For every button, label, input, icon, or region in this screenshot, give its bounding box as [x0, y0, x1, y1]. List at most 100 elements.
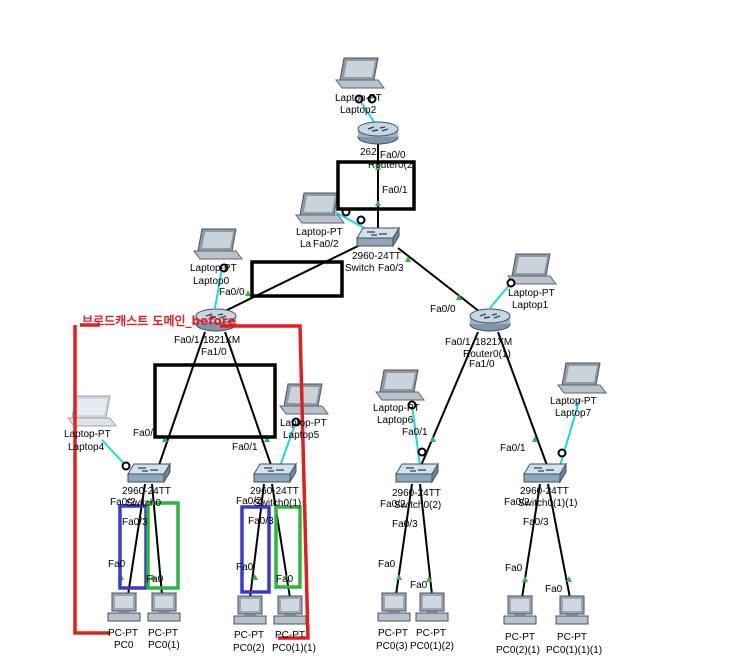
endpoint-dot	[367, 94, 377, 104]
link-up-marker	[456, 294, 462, 300]
link-laptop1-router-right	[489, 282, 512, 309]
link-up-marker	[532, 436, 538, 442]
pc011-label2: PC0(1)(1)	[272, 643, 316, 654]
port-label: Fa0/3	[523, 517, 549, 528]
port-label: Fa0/2	[504, 497, 530, 508]
port-label: Fa0/0	[219, 287, 245, 298]
laptop5-label1: Laptop-PT	[280, 418, 327, 429]
pc012-icon[interactable]	[415, 592, 449, 622]
laptop0-label2: Laptop0	[193, 276, 230, 287]
port-label: Fa0/2	[313, 239, 339, 250]
broadcast-domain-title: 브로드캐스트 도메인_before	[82, 313, 236, 329]
endpoint-dot	[219, 263, 229, 273]
pc0111-label2: PC0(1)(1)(1)	[546, 645, 602, 656]
router2-label2: Router0(2)	[368, 160, 416, 171]
port-label: Fa0/1	[445, 337, 471, 348]
laptop2-icon[interactable]	[335, 57, 385, 89]
pc012-label1: PC-PT	[416, 628, 446, 639]
pc011-icon[interactable]	[273, 595, 307, 625]
switch-top-icon[interactable]	[356, 227, 400, 247]
port-label: Fa0/3	[378, 263, 404, 274]
laptop5-label2: Laptop5	[283, 430, 320, 441]
router-right-icon[interactable]	[469, 308, 511, 332]
link-laptop5-sw-b	[279, 421, 297, 467]
switch-a-icon[interactable]	[127, 463, 171, 483]
switch-a-label1: 2960-24TT	[122, 486, 171, 497]
router-right-label2: Router0(1)	[463, 349, 511, 360]
laptop6-label1: Laptop-PT	[373, 403, 420, 414]
pc0111-label1: PC-PT	[557, 632, 587, 643]
switch-d-icon[interactable]	[523, 463, 567, 483]
port-labels: Fa0/0 Fa0/1 Fa0/2 Fa0/3 Fa0/0 Fa0/0 Fa0/…	[108, 150, 563, 595]
laptop5-icon[interactable]	[279, 383, 329, 415]
port-label: Fa0/0	[380, 150, 406, 161]
pc012-label2: PC0(1)(2)	[410, 641, 454, 652]
port-label: Fa0	[276, 574, 294, 585]
switch-c-label1: 2960-24TT	[392, 488, 441, 499]
switch-a-label2: Switch0	[126, 498, 161, 509]
switch-d-label1: 2960-24TT	[520, 486, 569, 497]
broadcast-domain-outline	[73, 323, 310, 640]
link-router-right-sw-c	[419, 331, 479, 469]
pc0-label1: PC-PT	[108, 628, 138, 639]
port-label: Fa0/1	[174, 335, 200, 346]
laptop7-icon[interactable]	[557, 362, 607, 394]
pc011-label1: PC-PT	[275, 630, 305, 641]
laptop4-label2: Laptop4	[68, 442, 105, 453]
link-router-right-sw-d	[497, 331, 549, 469]
laptop0-icon[interactable]	[193, 228, 243, 260]
pc0111-icon[interactable]	[555, 595, 589, 625]
green-highlight-box	[146, 501, 180, 590]
link-sw-c-pc012	[419, 483, 433, 596]
laptop4-label1: Laptop-PT	[64, 429, 111, 440]
link-up-marker	[375, 200, 381, 206]
link-sw-b-pc02	[249, 483, 265, 599]
blue-highlight-box	[118, 504, 148, 590]
laptop2-label2: Laptop2	[340, 105, 377, 116]
annotation-boxes	[73, 160, 416, 640]
blue-highlight-box	[240, 505, 271, 594]
switch-b-icon[interactable]	[253, 463, 297, 483]
endpoint-dot	[557, 448, 567, 458]
link-up-marker	[252, 574, 258, 580]
pc02-icon[interactable]	[233, 595, 267, 625]
router2-icon[interactable]	[357, 121, 399, 145]
laptop1-icon[interactable]	[507, 253, 557, 285]
router-left-label1: 1821XM	[203, 335, 240, 346]
pc021-icon[interactable]	[503, 595, 537, 625]
pc03-icon[interactable]	[377, 592, 411, 622]
port-label: Fa0/2	[380, 499, 406, 510]
link-up-marker	[405, 256, 411, 262]
port-label: Fa0	[108, 559, 126, 570]
link-up-marker	[426, 576, 432, 582]
laptop6-icon[interactable]	[375, 369, 425, 401]
device-labels: Laptop-PT Laptop2 262 Router0(2) Laptop-…	[64, 93, 602, 656]
link-sw-d-pc0111	[547, 483, 571, 599]
pc03-label2: PC0(3)	[376, 641, 408, 652]
pc01-label2: PC0(1)	[148, 640, 180, 651]
link-status-markers	[118, 164, 572, 582]
black-highlight-box	[153, 363, 277, 439]
link-up-marker	[264, 436, 270, 442]
port-label: Fa0	[236, 562, 254, 573]
pc0-label2: PC0	[114, 640, 134, 651]
black-highlight-box	[336, 160, 416, 211]
black-highlight-box	[250, 260, 344, 298]
pc021-label1: PC-PT	[505, 632, 535, 643]
laptop-mid-label1: Laptop-PT	[296, 227, 343, 238]
link-laptop0-router-left	[214, 267, 223, 309]
switch-d-label2: Switch0(1)(1)	[518, 498, 577, 509]
laptop7-label1: Laptop-PT	[550, 396, 597, 407]
laptop7-label2: Laptop7	[555, 408, 592, 419]
switch-c-icon[interactable]	[395, 463, 439, 483]
port-label: Fa0/1	[232, 442, 258, 453]
pc01-label1: PC-PT	[148, 628, 178, 639]
port-label: Fa0/1	[402, 427, 428, 438]
port-label: Fa0/2	[236, 496, 262, 507]
endpoint-dot	[407, 400, 417, 410]
link-router-left-sw-a	[157, 331, 206, 469]
pc01-icon[interactable]	[147, 592, 181, 622]
interface-endpoints	[121, 94, 567, 471]
pc0-icon[interactable]	[107, 592, 141, 622]
